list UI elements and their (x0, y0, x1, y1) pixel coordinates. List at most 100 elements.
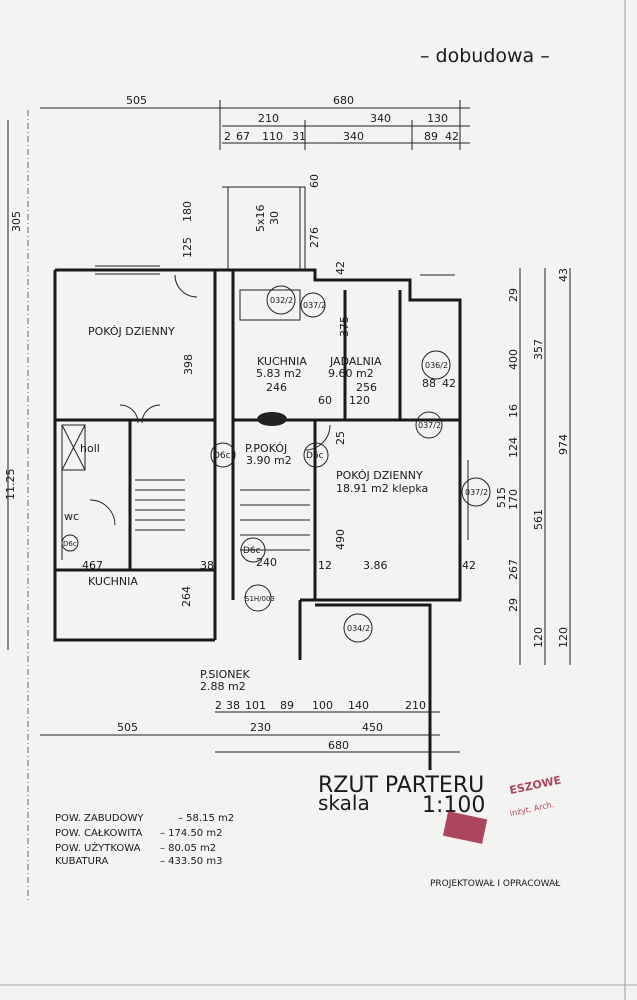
dim-88: 88 (422, 377, 436, 390)
dim-12: 12 (318, 559, 332, 572)
label: 170 (507, 489, 520, 510)
dim-180: 180 (181, 201, 194, 222)
room-name: POKÓJ DZIENNY (336, 469, 423, 482)
dim-42b: 42 (462, 559, 476, 572)
door-tag: S1H/003 (244, 584, 275, 612)
room-name: P.SIONEK (200, 668, 250, 681)
label: 120 (532, 627, 545, 648)
dim-398: 398 (182, 354, 195, 375)
label: 230 (250, 721, 271, 734)
dim-top-130: 130 (427, 112, 448, 125)
label: 036/2 (425, 361, 448, 370)
label: 16 (507, 404, 520, 418)
dim-125: 125 (181, 237, 194, 258)
room-area: 5.83 m2 (256, 367, 302, 380)
label: 101 (245, 699, 266, 712)
dim-30: 30 (268, 211, 281, 225)
room-name: KUCHNIA (88, 575, 138, 588)
label: – 433.50 m3 (160, 856, 222, 867)
dim-top-110: 110 (262, 130, 283, 143)
label: 034/2 (347, 624, 370, 633)
dim-top-340: 340 (370, 112, 391, 125)
label: D6c (63, 540, 77, 548)
dim-515: 515 (495, 487, 508, 508)
plan-title: RZUT PARTERU (318, 773, 484, 798)
label: KUBATURA (55, 856, 109, 867)
room-name: JADALNIA (329, 355, 382, 368)
label: 505 (117, 721, 138, 734)
door-tag: 034/2 (343, 613, 373, 643)
bottom-dimensions: 2 38 101 89 100 140 210 505 230 450 680 (40, 699, 460, 753)
label: – 174.50 m2 (160, 828, 222, 839)
dim-top-340b: 340 (343, 130, 364, 143)
label: 267 (507, 559, 520, 580)
room-area: 9.60 m2 (328, 367, 374, 380)
door-tag: 037/2 (461, 477, 491, 507)
label: S1H/003 (245, 595, 275, 603)
label: 032/2 (270, 296, 293, 305)
room-name: POKÓJ DZIENNY (88, 325, 175, 338)
door-tag: 036/2 (421, 350, 451, 380)
dim-386: 3.86 (363, 559, 388, 572)
dim-25: 25 (334, 431, 347, 445)
dim-top-89: 89 (424, 130, 438, 143)
label: POW. UŻYTKOWA (55, 841, 141, 854)
dim-left-305: 305 (10, 211, 23, 232)
dim-246: 246 (266, 381, 287, 394)
label: – 58.15 m2 (178, 813, 234, 824)
label: 29 (507, 288, 520, 302)
door-tag: 037/2 (415, 411, 443, 439)
dim-38: 38 (200, 559, 214, 572)
dim-276: 276 (308, 227, 321, 248)
room-area: 3.90 m2 (246, 454, 292, 467)
label: 89 (280, 699, 294, 712)
dim-120: 120 (349, 394, 370, 407)
label: 037/2 (418, 421, 441, 430)
dim-240: 240 (256, 556, 277, 569)
dim-top-505: 505 (126, 94, 147, 107)
dim-60b: 60 (308, 174, 321, 188)
label: 210 (405, 699, 426, 712)
right-dimensions: 29 400 16 124 170 267 29 357 561 120 43 … (507, 268, 571, 665)
label: 037/2 (465, 488, 488, 497)
dim-top-67: 67 (236, 130, 250, 143)
door-tag: 032/2 (266, 285, 296, 315)
dim-490: 490 (334, 529, 347, 550)
label: 140 (348, 699, 369, 712)
ink-blot (257, 412, 287, 426)
room-labels: POKÓJ DZIENNY holl wc KUCHNIA KUCHNIA 5.… (64, 325, 428, 693)
dim-top-210: 210 (258, 112, 279, 125)
label: 120 (557, 627, 570, 648)
area-stats: POW. ZABUDOWY – 58.15 m2 POW. CAŁKOWITA … (55, 813, 234, 867)
label: 124 (507, 437, 520, 458)
door-tag: 037/2 (300, 292, 326, 318)
dim-top-2: 2 (224, 130, 231, 143)
room-name: P.POKÓJ (245, 442, 287, 455)
designer-signature-label: PROJEKTOWAŁ I OPRACOWAŁ (430, 879, 561, 889)
dim-top-680: 680 (333, 94, 354, 107)
door-tag: D6c (303, 442, 329, 468)
dim-5x16: 5x16 (254, 204, 267, 232)
dim-42c: 42 (442, 377, 456, 390)
label: 38 (226, 699, 240, 712)
label: 2 (215, 699, 222, 712)
room-area: 2.88 m2 (200, 680, 246, 693)
dim-264: 264 (180, 586, 193, 607)
dim-467: 467 (82, 559, 103, 572)
dim-left-1125: 11.25 (4, 469, 17, 501)
label: 974 (557, 434, 570, 455)
label: POW. CAŁKOWITA (55, 828, 142, 839)
dim-top-31: 31 (292, 130, 306, 143)
room-name: wc (64, 510, 79, 523)
dim-60: 60 (318, 394, 332, 407)
label: 561 (532, 509, 545, 530)
dim-375: 375 (338, 316, 351, 337)
label: 680 (328, 739, 349, 752)
label: D6c (243, 546, 261, 556)
label: 357 (532, 339, 545, 360)
top-dimensions: 505 680 210 340 130 2 67 110 31 340 89 4… (40, 94, 470, 150)
label: 100 (312, 699, 333, 712)
dim-top-42: 42 (445, 130, 459, 143)
